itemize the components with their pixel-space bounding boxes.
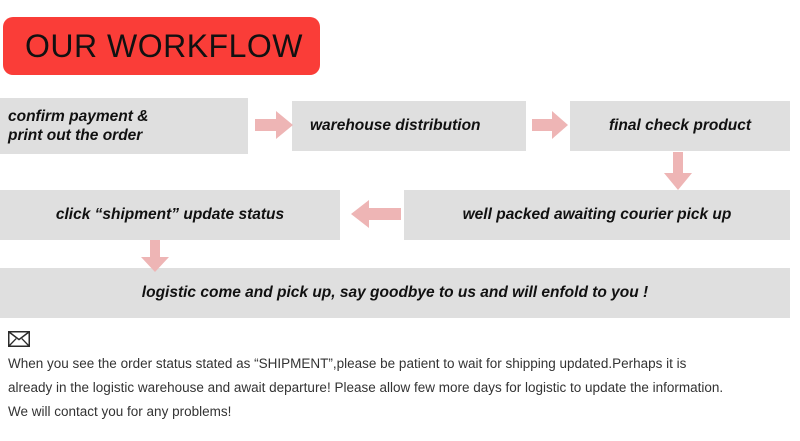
note-line: When you see the order status stated as … xyxy=(8,356,687,371)
flow-step-click-shipment-update-status: click “shipment” update status xyxy=(0,190,340,240)
flow-step-label: click “shipment” update status xyxy=(55,206,285,224)
flow-step-confirm-payment: confirm payment & print out the order xyxy=(0,98,248,154)
flow-step-label: logistic come and pick up, say goodbye t… xyxy=(141,284,649,302)
flow-step-warehouse-distribution: warehouse distribution xyxy=(292,101,526,151)
arrow-right-icon xyxy=(255,110,293,140)
arrow-down-icon xyxy=(140,240,170,272)
flow-step-logistic-come-and-pick-up: logistic come and pick up, say goodbye t… xyxy=(0,268,790,318)
arrow-down-icon xyxy=(663,152,693,190)
shipment-note: When you see the order status stated as … xyxy=(8,352,792,424)
flow-step-final-check-product: final check product xyxy=(570,101,790,151)
flow-step-well-packed-awaiting-courier: well packed awaiting courier pick up xyxy=(404,190,790,240)
note-line: We will contact you for any problems! xyxy=(8,404,232,419)
workflow-title-banner: OUR WORKFLOW xyxy=(3,17,320,75)
flow-step-label: confirm payment & print out the order xyxy=(8,107,149,144)
flow-step-label: warehouse distribution xyxy=(310,117,481,135)
arrow-right-icon xyxy=(532,110,568,140)
flow-step-label: final check product xyxy=(608,117,752,135)
envelope-icon xyxy=(8,331,30,347)
page-title: OUR WORKFLOW xyxy=(25,28,303,64)
flow-step-label: well packed awaiting courier pick up xyxy=(462,206,732,224)
note-line: already in the logistic warehouse and aw… xyxy=(8,380,724,395)
arrow-left-icon xyxy=(351,199,401,229)
